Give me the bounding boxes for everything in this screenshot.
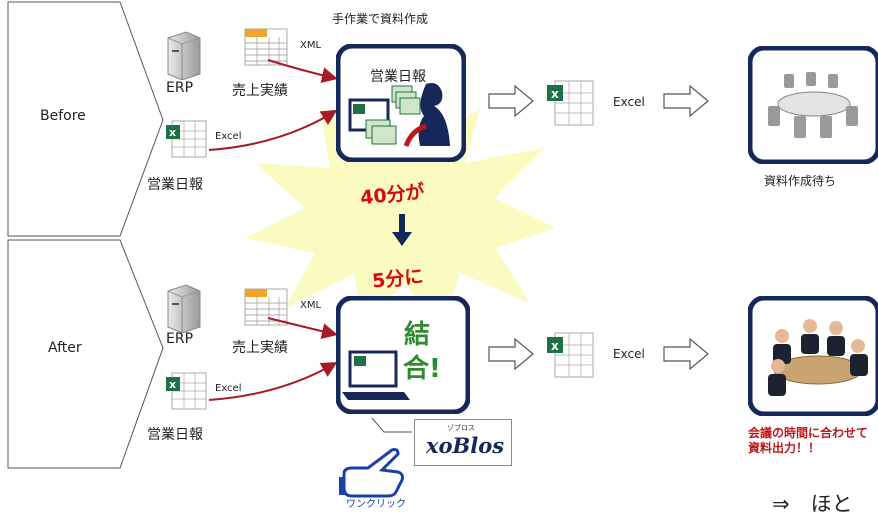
- hollow-arrow-3: [488, 337, 534, 371]
- daily-report-label-before: 営業日報: [147, 177, 203, 193]
- down-arrow-icon: [392, 214, 412, 246]
- manual-panel-title: 営業日報: [370, 69, 426, 85]
- erp-label-before: ERP: [166, 80, 194, 96]
- sales-results-label-before: 売上実績: [232, 83, 288, 99]
- xml-tag-before: XML: [300, 40, 322, 51]
- after-label: After: [48, 340, 82, 356]
- before-label: Before: [40, 108, 86, 124]
- output-excel-label-after: Excel: [613, 347, 645, 361]
- svg-text:x: x: [551, 87, 559, 101]
- excel-tag-after: Excel: [215, 383, 242, 394]
- xoblos-logo-box: ゾブロス xoBlos: [414, 419, 512, 466]
- output-excel-label: Excel: [613, 95, 645, 109]
- one-click-label: ワンクリック: [346, 499, 406, 510]
- manual-title: 手作業で資料作成: [332, 12, 429, 26]
- hollow-arrow-4: [663, 337, 709, 371]
- merge-text-2: 合!: [403, 354, 441, 384]
- erp-server-icon-after: [167, 284, 201, 333]
- merge-panel: [336, 296, 470, 414]
- after-chevron: [7, 239, 164, 469]
- output-excel-icon: x: [547, 80, 594, 126]
- result-label: 会議の時間に合わせて資料出力！！: [748, 426, 869, 455]
- xoblos-logo-text: xoBlos: [426, 433, 505, 458]
- hollow-arrow-1: [488, 84, 534, 118]
- sales-results-label-after: 売上実績: [232, 340, 288, 356]
- svg-text:x: x: [169, 378, 176, 391]
- waiting-label: 資料作成待ち: [764, 174, 837, 188]
- svg-text:x: x: [169, 126, 176, 139]
- merge-text-1: 結: [404, 320, 431, 350]
- meeting-people-icon: [748, 296, 878, 416]
- daily-report-label-after: 営業日報: [147, 427, 203, 443]
- burst-shape: [245, 93, 555, 333]
- excel-file-icon-after: x: [166, 372, 207, 410]
- xml-file-icon: [244, 28, 288, 66]
- xoblos-ruby: ゾブロス: [447, 424, 475, 432]
- erp-label-after: ERP: [166, 331, 194, 347]
- one-click-hand-icon[interactable]: [338, 448, 412, 498]
- manual-work-panel: [336, 44, 466, 162]
- erp-server-icon: [167, 31, 201, 80]
- output-excel-icon-after: x: [547, 332, 594, 378]
- hollow-arrow-2: [663, 84, 709, 118]
- xml-file-icon-after: [244, 288, 288, 326]
- excel-file-icon: x: [166, 120, 207, 158]
- before-chevron: [7, 1, 164, 237]
- excel-tag-before: Excel: [215, 131, 242, 142]
- svg-text:x: x: [551, 339, 559, 353]
- empty-meeting-room-icon: [748, 46, 878, 164]
- footer-text: ⇒ ほと: [772, 492, 853, 516]
- xml-tag-after: XML: [300, 300, 322, 311]
